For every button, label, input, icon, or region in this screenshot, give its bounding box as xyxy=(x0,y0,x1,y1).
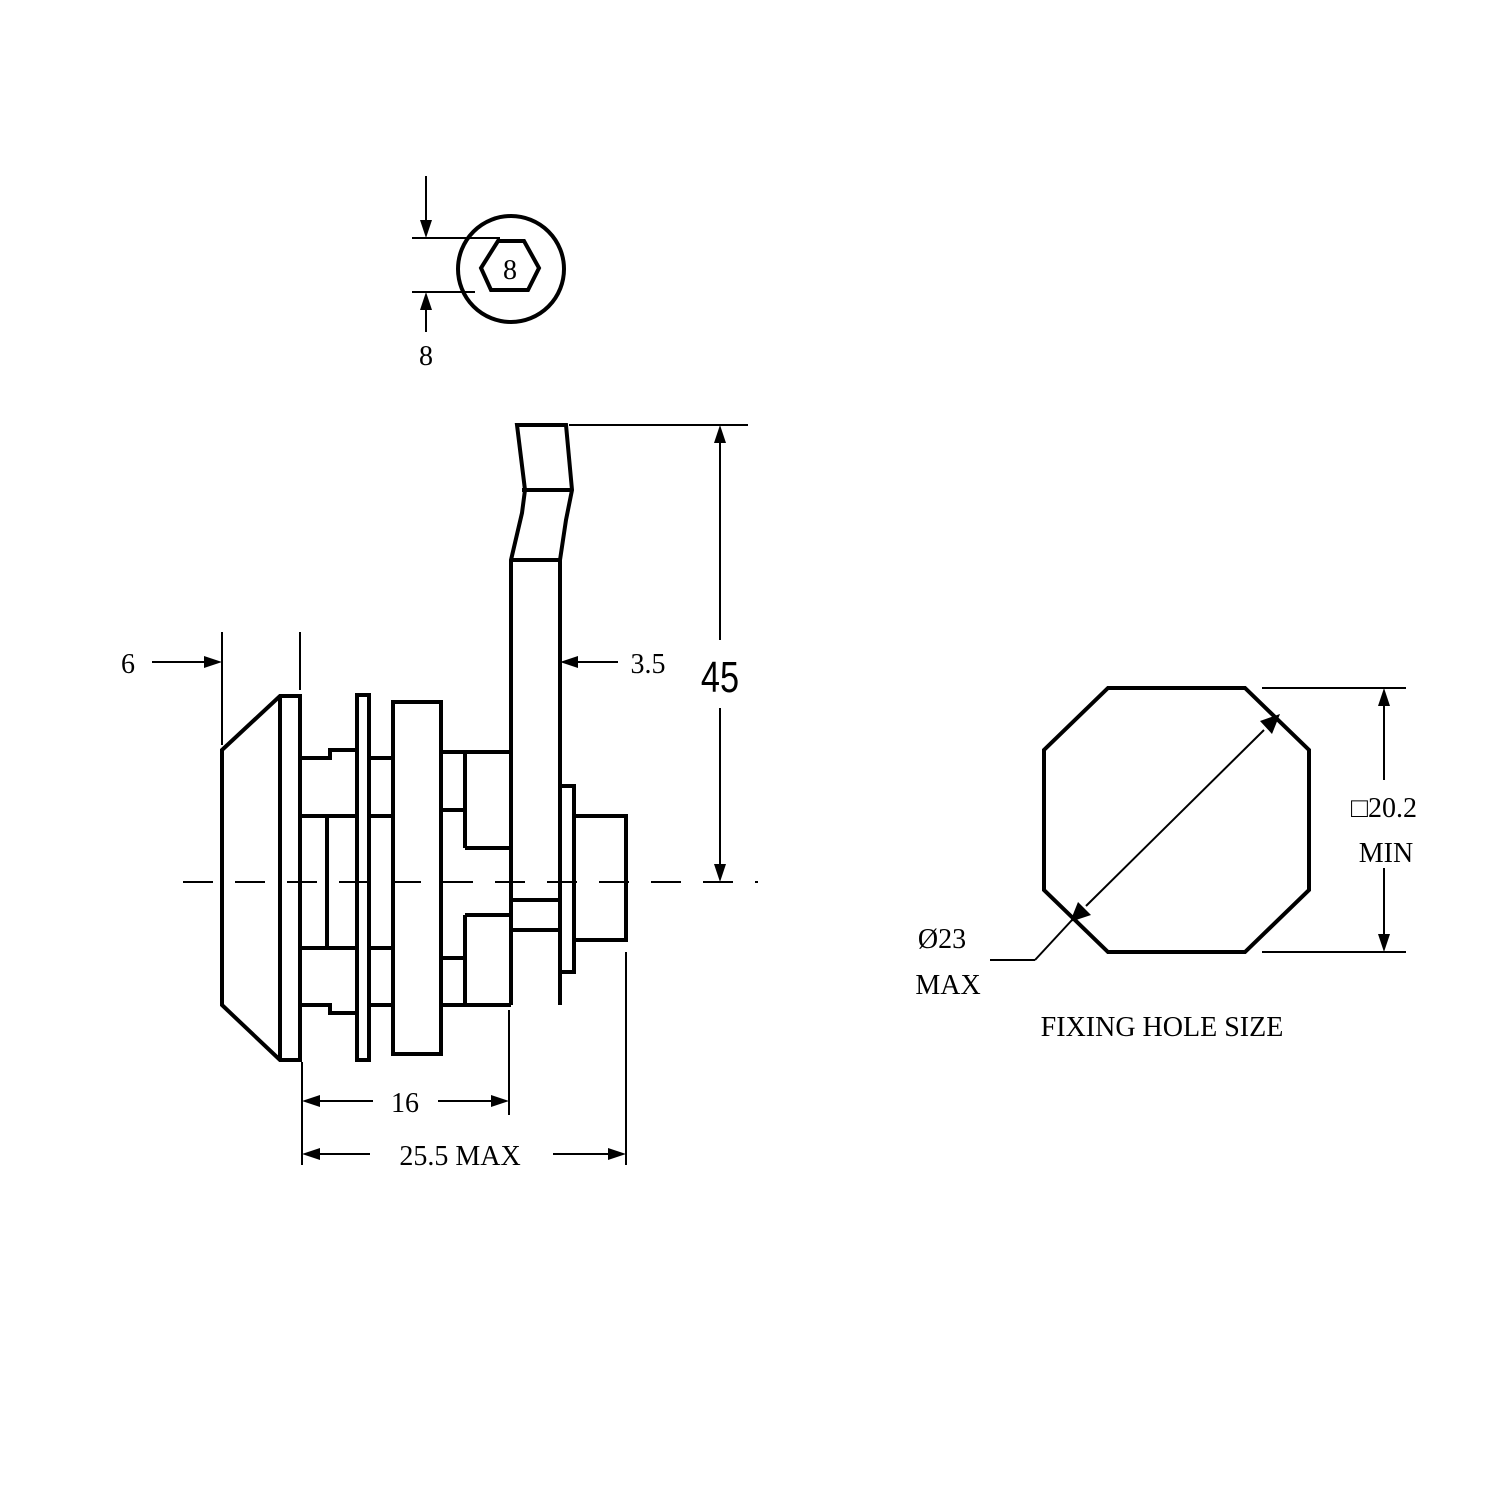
fixing-hole-outline xyxy=(1042,686,1311,954)
overall-length-label: 25.5 MAX xyxy=(399,1141,520,1172)
arrow-head xyxy=(1070,902,1091,922)
front-cap xyxy=(220,694,302,1062)
keyway-code-label: 8 xyxy=(503,255,517,286)
hex-nut xyxy=(391,700,443,1056)
arrow-head xyxy=(714,864,726,882)
arrow-head xyxy=(714,425,726,443)
arrow-head xyxy=(1378,934,1390,952)
cam-plate xyxy=(558,784,576,974)
arrow-head xyxy=(420,220,432,238)
square-size-note: MIN xyxy=(1359,838,1413,869)
body-length-label: 16 xyxy=(391,1088,419,1119)
arrow-head xyxy=(608,1148,626,1160)
retaining-screw xyxy=(572,814,628,942)
key-dimension-label: 8 xyxy=(419,341,433,372)
arrow-head xyxy=(302,1095,320,1107)
fixing-hole-view: Ø23 MAX □20.2 MIN FIXING HOLE SIZE xyxy=(915,686,1417,1043)
arrow-head xyxy=(420,292,432,310)
arrow-head xyxy=(204,656,222,668)
arrow-head xyxy=(491,1095,509,1107)
cam-arm xyxy=(509,423,575,1005)
arrow-head xyxy=(302,1148,320,1160)
diameter-note: MAX xyxy=(915,970,980,1001)
arrow-head xyxy=(1378,688,1390,706)
cam-height-label: 45 xyxy=(701,653,739,702)
lock-face-circle xyxy=(456,214,566,324)
body-step xyxy=(300,1003,357,1015)
arrow-head xyxy=(1260,714,1280,734)
body-inner xyxy=(300,814,329,950)
fixing-hole-caption: FIXING HOLE SIZE xyxy=(1041,1012,1284,1043)
cam-thickness-label: 3.5 xyxy=(631,649,666,680)
triangular-keyway xyxy=(478,239,542,292)
diameter-line xyxy=(1085,729,1265,907)
front-thickness-label: 6 xyxy=(121,649,135,680)
body-step xyxy=(300,748,357,760)
diameter-label: Ø23 xyxy=(918,924,966,955)
side-view-dimensions: 6 3.5 45 16 25.5 MAX xyxy=(121,424,748,1172)
washer xyxy=(355,693,371,1062)
square-size-label: □20.2 xyxy=(1351,793,1417,824)
leader-line xyxy=(1034,919,1073,961)
key-face-view: 8 8 xyxy=(412,176,566,372)
arrow-head xyxy=(560,656,578,668)
side-view xyxy=(183,423,758,1062)
